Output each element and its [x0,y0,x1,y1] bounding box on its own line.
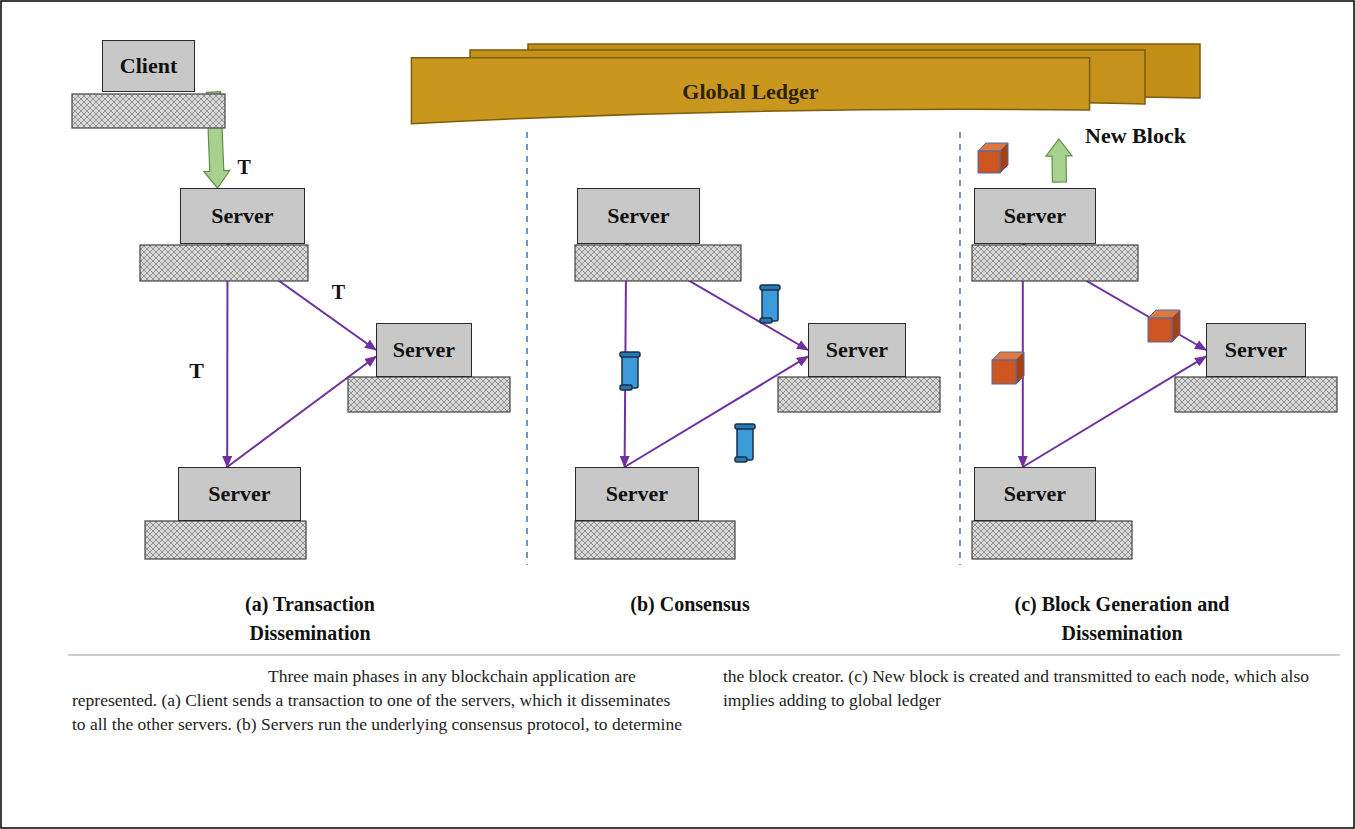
node-label: Server [1004,481,1066,507]
panel-caption: (b) Consensus [580,590,800,619]
node-label: Server [393,337,455,363]
panel-divider [959,132,961,565]
message-scrolls [620,285,780,462]
global-ledger: Global Ledger [408,57,1093,125]
server-box: Server [974,467,1096,521]
block-arrow [1046,139,1072,182]
node-label: Server [1004,203,1066,229]
base-plates [72,94,1337,559]
panel-caption: (a) Transaction Dissemination [205,590,415,648]
server-box: Server [178,467,301,521]
server-box: Server [376,323,472,377]
node-label: Client [120,53,177,79]
edge-label: T [189,358,204,384]
ledger-title: Global Ledger [682,79,818,105]
server-box: Server [974,188,1096,244]
node-label: Server [826,337,888,363]
edge-label: T [238,156,251,179]
server-box: Server [577,188,700,244]
edge-label: T [332,281,345,304]
client-box: Client [102,40,195,92]
panel-caption: (c) Block Generation and Dissemination [1002,590,1242,648]
panel-divider [526,132,528,565]
caption-rule [68,655,1340,656]
edge-label: New Block [1085,123,1186,149]
node-label: Server [208,481,270,507]
figure-caption: Three main phases in any blockchain appl… [72,664,1336,736]
node-label: Server [607,203,669,229]
block-cubes [978,143,1180,384]
server-box: Server [808,323,906,377]
server-box: Server [575,467,699,521]
server-box: Server [1206,323,1306,377]
node-label: Server [211,203,273,229]
node-label: Server [1225,337,1287,363]
server-box: Server [180,188,305,244]
node-label: Server [606,481,668,507]
